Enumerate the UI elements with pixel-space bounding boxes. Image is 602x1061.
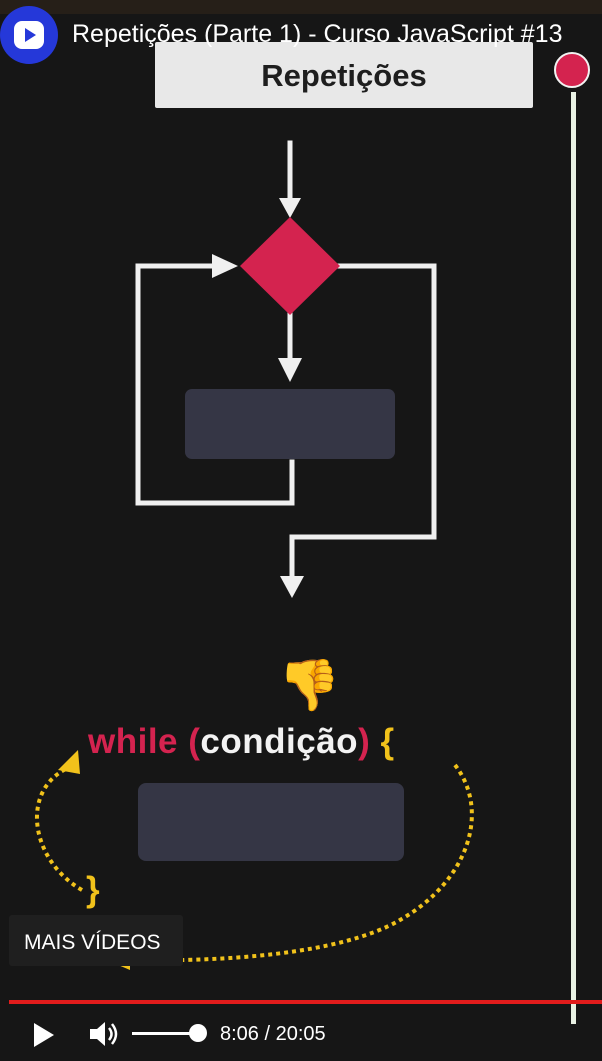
more-videos-button[interactable]: MAIS VÍDEOS bbox=[9, 915, 183, 966]
arrowhead-down bbox=[278, 358, 302, 382]
background-strip bbox=[0, 0, 602, 14]
arrowhead-in bbox=[279, 198, 301, 218]
loop-body-block bbox=[185, 389, 395, 459]
dotted-arrowhead-up bbox=[58, 750, 80, 774]
while-code-line: while (condição) { bbox=[88, 722, 395, 762]
close-paren: ) bbox=[358, 722, 371, 761]
time-display: 8:06 / 20:05 bbox=[220, 1023, 326, 1045]
slide-title: Repetições bbox=[261, 58, 427, 93]
volume-slider-track[interactable] bbox=[132, 1032, 198, 1035]
slide-title-box: Repetições bbox=[155, 42, 533, 108]
arrowhead-loop bbox=[212, 254, 238, 278]
video-title[interactable]: Repetições (Parte 1) - Curso JavaScript … bbox=[72, 20, 563, 48]
more-videos-label: MAIS VÍDEOS bbox=[24, 931, 161, 954]
slide-rail-dot bbox=[554, 52, 590, 88]
loop-back-line bbox=[135, 263, 295, 506]
open-brace: { bbox=[380, 722, 395, 761]
loop-exit-line bbox=[289, 263, 437, 581]
arrowhead-exit bbox=[280, 576, 304, 598]
code-body-block bbox=[138, 783, 404, 861]
play-icon[interactable] bbox=[32, 1022, 56, 1053]
player-controls: 8:06 / 20:05 bbox=[0, 1010, 602, 1061]
dotted-arrow-right bbox=[124, 763, 474, 963]
keyword-while: while bbox=[88, 722, 179, 761]
player-title-bar: Repetições (Parte 1) - Curso JavaScript … bbox=[0, 0, 602, 70]
decision-diamond bbox=[240, 217, 340, 315]
dotted-arrow-left bbox=[34, 766, 84, 892]
slide-side-line bbox=[571, 92, 576, 1024]
thumbs-down-icon: 👎 bbox=[278, 657, 341, 713]
close-brace: } bbox=[86, 870, 100, 909]
volume-slider-knob[interactable] bbox=[189, 1024, 207, 1042]
condition-text: condição bbox=[200, 722, 359, 761]
volume-icon[interactable] bbox=[89, 1020, 121, 1053]
channel-logo-icon[interactable] bbox=[0, 6, 58, 64]
open-paren: ( bbox=[188, 722, 201, 761]
progress-bar[interactable] bbox=[9, 1000, 602, 1004]
